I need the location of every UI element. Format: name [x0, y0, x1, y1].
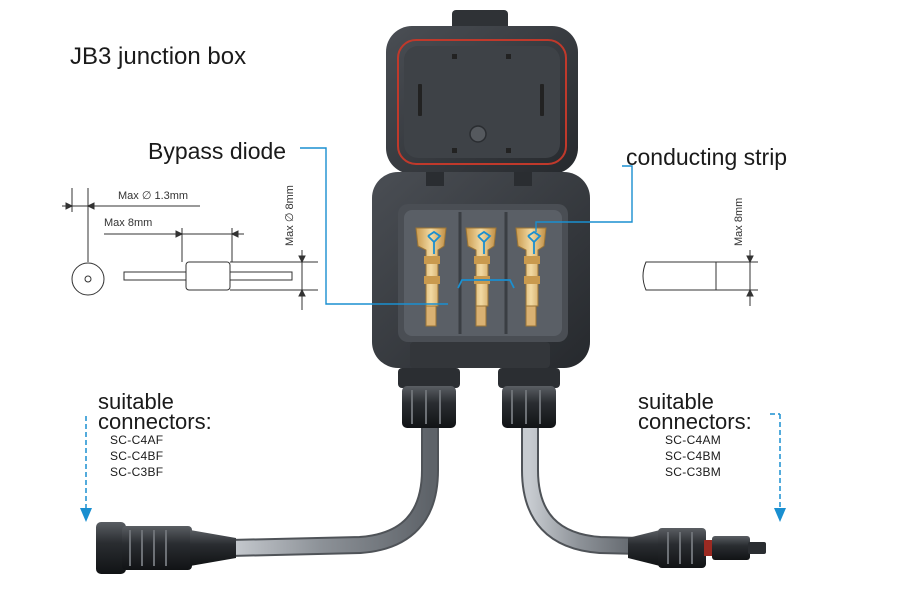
connector-arrows: [80, 413, 786, 522]
cable-glands: [398, 368, 560, 428]
bypass-diode-label: Bypass diode: [148, 138, 287, 164]
conducting-strip-label: conducting strip: [626, 144, 788, 170]
callout-lines: [300, 147, 633, 305]
strip-dimension-drawing: [642, 250, 758, 306]
right-connector-models: SC-C4AM SC-C4BM SC-C3BM: [665, 432, 721, 480]
left-heading-line2: connectors:: [98, 409, 212, 434]
conducting-strips: [415, 227, 547, 327]
diode-dimension-drawing: [62, 188, 318, 310]
conducting-strip-leader: [535, 165, 633, 232]
diode-body-diameter-dim: Max ∅ 8mm: [284, 185, 296, 246]
junction-box-lid: [386, 10, 578, 174]
diode-body-length-dim: Max 8mm: [104, 217, 153, 229]
connector-model: SC-C4AM: [665, 433, 722, 447]
connector-model: SC-C3BF: [110, 465, 164, 479]
female-connector: [96, 522, 236, 574]
connector-model: SC-C4BF: [110, 449, 164, 463]
left-connector-models: SC-C4AF SC-C4BF SC-C3BF: [110, 432, 163, 480]
left-connectors-heading: suitable connectors:: [98, 389, 212, 434]
right-heading-line1: suitable: [638, 389, 714, 414]
right-connectors-heading: suitable connectors:: [638, 389, 752, 434]
connector-model: SC-C3BM: [665, 465, 722, 479]
connector-model: SC-C4AF: [110, 433, 164, 447]
bypass-diode-leader: [300, 147, 448, 305]
diode-lead-diameter-dim: Max ∅ 1.3mm: [118, 190, 189, 202]
diagram-title: JB3 junction box: [70, 43, 247, 70]
male-connector: [628, 528, 766, 568]
connector-model: SC-C4BM: [665, 449, 722, 463]
strip-width-dim: Max 8mm: [733, 197, 745, 246]
right-heading-line2: connectors:: [638, 409, 752, 434]
terminal-callout-markers: [427, 230, 542, 289]
cables: [221, 411, 649, 557]
left-heading-line1: suitable: [98, 389, 174, 414]
